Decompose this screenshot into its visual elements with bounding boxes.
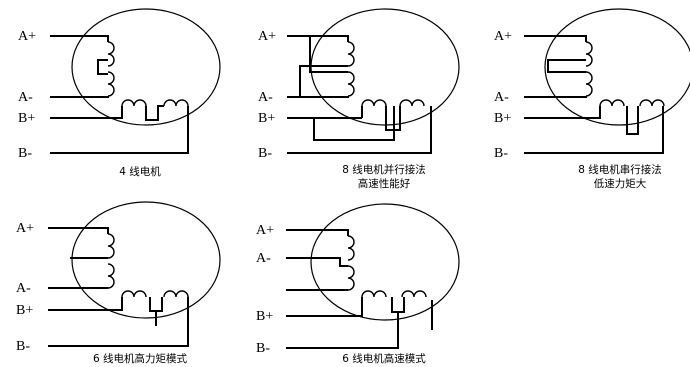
diagram-6-wire-high-torque: A+ A- B+ B- 6 线电机高力矩模式 (16, 201, 221, 365)
wire-a-minus (286, 257, 348, 267)
wire-b-minus (48, 297, 189, 347)
coil-b-left (121, 99, 147, 107)
label-a-minus: A- (18, 90, 33, 105)
wire-a-plus (524, 35, 587, 42)
caption: 8 线电机并行接法 (342, 163, 426, 176)
parallel-link-a1 (309, 36, 348, 73)
caption: 8 线电机串行接法 (578, 163, 662, 176)
label-b-minus: B- (18, 146, 32, 161)
center-tap-b (149, 297, 163, 326)
label-a-plus: A+ (258, 29, 276, 44)
coil-b-right (401, 290, 427, 298)
coil-a-lower (347, 265, 355, 291)
wire-b-minus (287, 106, 432, 154)
label-b-plus: B+ (258, 111, 275, 126)
coil-a-upper (347, 235, 355, 261)
wire-a-plus (48, 227, 109, 234)
wire-a-plus (50, 35, 109, 42)
label-a-minus: A- (494, 90, 509, 105)
label-a-minus: A- (16, 281, 31, 296)
caption: 6 线电机高力矩模式 (93, 352, 188, 365)
caption-secondary: 高速性能好 (358, 177, 411, 190)
wire-a-minus (287, 96, 349, 98)
coil-b-right (163, 290, 189, 298)
wire-b-plus (48, 297, 123, 311)
coil-b-left (361, 99, 387, 107)
label-b-minus: B- (16, 339, 30, 354)
parallel-link-b2 (313, 106, 395, 141)
coil-a-upper (585, 41, 593, 67)
coil-b-left (361, 290, 387, 298)
coil-a-lower (585, 71, 593, 97)
coil-a-lower (347, 71, 355, 97)
center-tap-loop-b (145, 105, 164, 121)
coil-b-left (599, 99, 625, 107)
caption-secondary: 低速力矩大 (594, 177, 647, 190)
caption: 4 线电机 (119, 165, 161, 178)
coil-b-left (121, 290, 147, 298)
wire-a-minus (524, 96, 587, 98)
wire-a-minus (50, 96, 109, 98)
series-link-a (547, 59, 586, 73)
label-b-minus: B- (256, 341, 270, 356)
wire-a-plus (287, 35, 349, 42)
label-a-plus: A+ (16, 221, 34, 236)
label-b-minus: B- (494, 146, 508, 161)
label-a-minus: A- (258, 90, 273, 105)
coil-a-upper (107, 233, 115, 259)
wire-b-plus (524, 106, 601, 119)
series-link-b (626, 106, 639, 135)
label-a-plus: A+ (494, 29, 512, 44)
coil-b-right (639, 99, 665, 107)
coil-a-upper (347, 41, 355, 67)
motor-outline (310, 203, 460, 321)
motor-outline (71, 8, 221, 126)
coil-b-right (399, 99, 425, 107)
label-b-minus: B- (258, 146, 272, 161)
motor-outline (71, 201, 221, 319)
label-b-plus: B+ (18, 111, 35, 126)
wire-b-minus (50, 106, 189, 154)
wire-b-plus (286, 297, 363, 317)
wire-b-minus (524, 106, 664, 154)
center-tap-loop (97, 59, 108, 75)
label-b-plus: B+ (16, 303, 33, 318)
caption: 6 线电机高速模式 (342, 352, 426, 365)
diagram-4-wire: A+ A- B+ B- 4 线电机 (18, 8, 221, 178)
diagram-8-wire-series: A+ A- B+ B- 8 线电机串行接法 低速力矩大 (494, 8, 690, 190)
parallel-link-a2 (299, 65, 348, 97)
label-b-plus: B+ (256, 309, 273, 324)
coil-a-upper (107, 41, 115, 67)
label-a-plus: A+ (256, 223, 274, 238)
diagram-6-wire-high-speed: A+ A- B+ B- 6 线电机高速模式 (256, 203, 460, 365)
coil-a-lower (107, 263, 115, 289)
label-b-plus: B+ (494, 111, 511, 126)
motor-outline (544, 8, 690, 126)
diagram-8-wire-parallel: A+ A- B+ B- 8 线电机并行接法 高速性能好 (258, 8, 460, 190)
coil-a-lower (107, 71, 115, 97)
label-a-plus: A+ (18, 29, 36, 44)
label-a-minus: A- (256, 251, 271, 266)
center-tap-b (286, 297, 405, 349)
wire-b-plus (50, 106, 123, 119)
wire-a-plus (286, 229, 349, 236)
coil-b-right (163, 99, 189, 107)
